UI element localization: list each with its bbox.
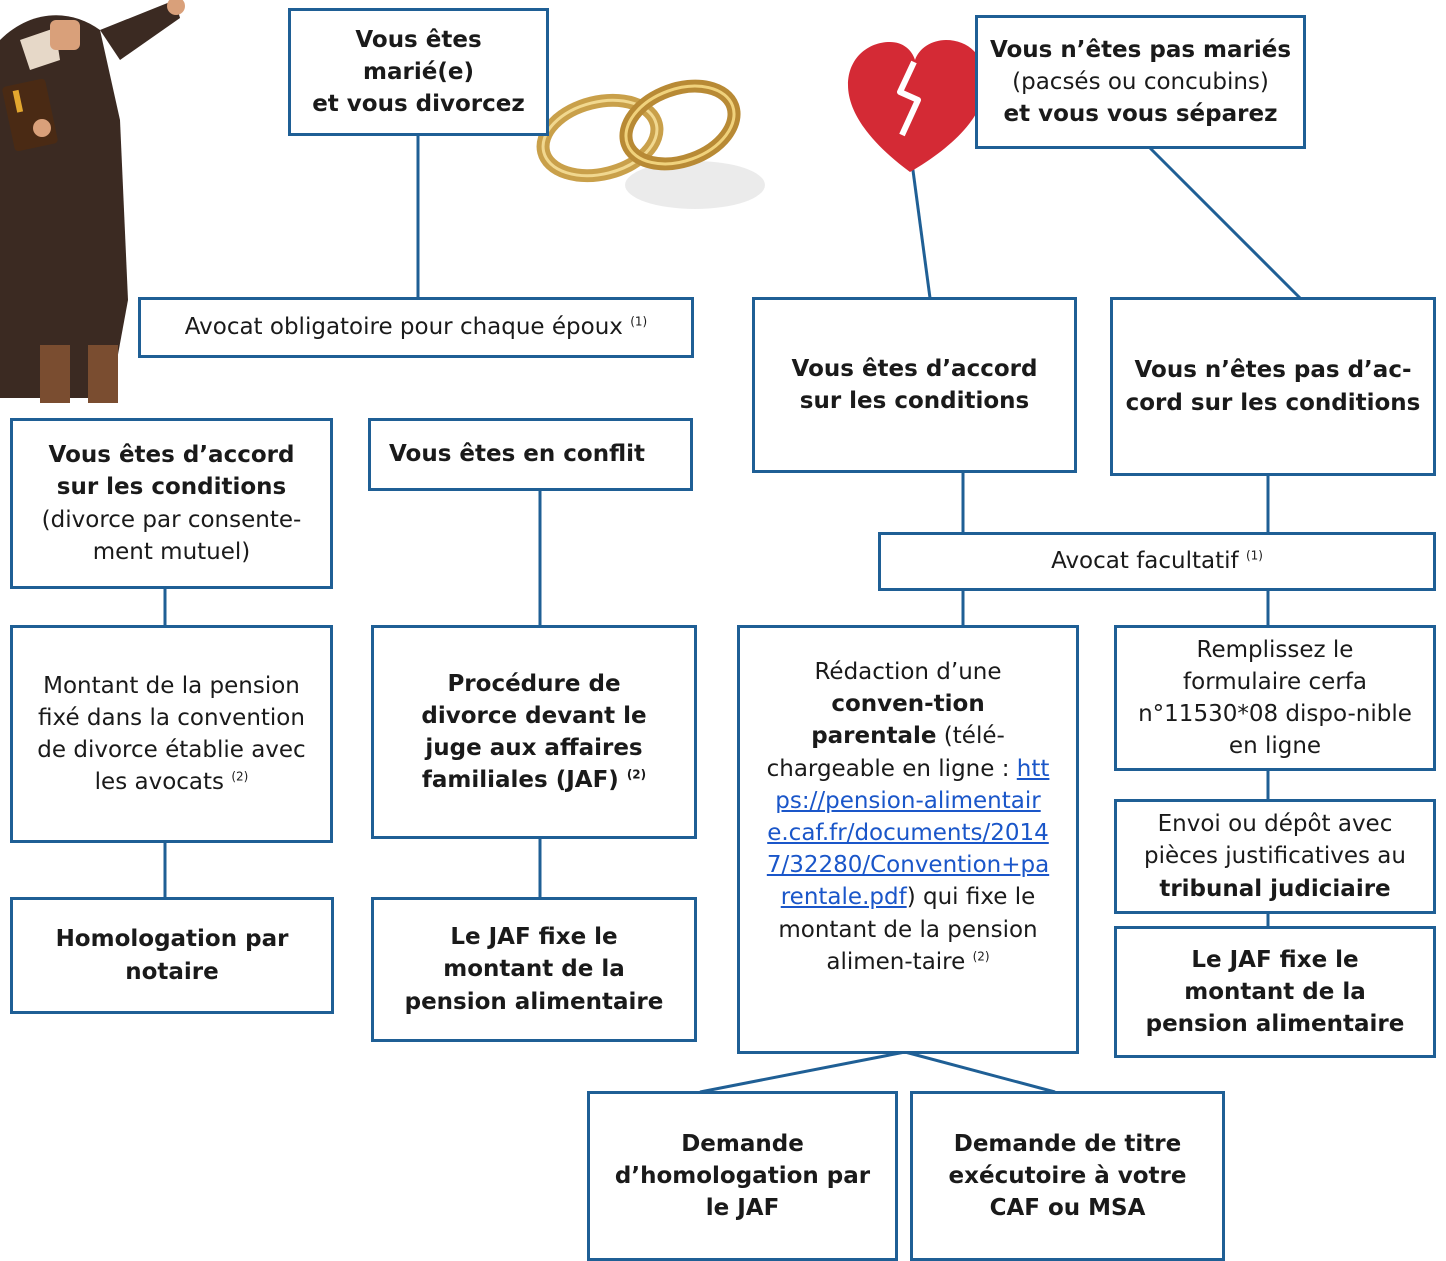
married-head-line1: Vous êtes marié(e) <box>355 26 482 85</box>
wedding-rings-icon <box>536 79 765 209</box>
married-amount-box: Montant de la pension fixé dans la conve… <box>10 625 333 843</box>
unmarried-head-line2: (pacsés ou concubins) <box>1012 68 1269 95</box>
jaf-homologation-box: Demande d’homologation par le JAF <box>587 1091 898 1261</box>
footnote-1: (1) <box>1245 548 1263 563</box>
unmarried-head-box: Vous n’êtes pas mariés (pacsés ou concub… <box>975 15 1306 149</box>
lawyer-figure-icon <box>0 0 185 403</box>
unmarried-head-line3: et vous vous séparez <box>1003 101 1278 128</box>
unmarried-agree-box: Vous êtes d’accord sur les conditions <box>752 297 1077 473</box>
married-agree-line1: Vous êtes d’accord <box>48 442 295 469</box>
married-amount-text: Montant de la pension fixé dans la conve… <box>37 672 306 796</box>
married-head-box: Vous êtes marié(e) et vous divorcez <box>288 8 549 136</box>
footnote-2: (2) <box>972 949 990 964</box>
conflict-box: Vous êtes en conflit <box>368 418 693 491</box>
send-court-text: Envoi ou dépôt avec pièces justificative… <box>1144 811 1406 870</box>
convention-intro: Rédaction d’une <box>814 659 1002 685</box>
convention-term: conven-tion parentale <box>811 691 985 750</box>
unmarried-disagree-box: Vous n’êtes pas d’ac- cord sur les condi… <box>1110 297 1436 476</box>
married-jaf-text: Le JAF fixe le montant de la pension ali… <box>404 924 664 1015</box>
married-agree-line4: ment mutuel) <box>92 538 251 565</box>
conflict-text: Vous êtes en conflit <box>389 441 646 468</box>
jaf-homologation-text: Demande d’homologation par le JAF <box>614 1130 871 1222</box>
convention-download: (télé-chargeable en ligne : <box>766 723 1017 782</box>
married-jaf-box: Le JAF fixe le montant de la pension ali… <box>371 897 697 1042</box>
divorce-procedure-text: Procédure de divorce devant le juge aux … <box>421 670 647 794</box>
married-agree-line2: sur les conditions <box>56 474 287 501</box>
married-head-line2: et vous divorcez <box>312 91 525 118</box>
unmarried-head-line1: Vous n’êtes pas mariés <box>989 36 1292 63</box>
cerfa-form-text: Remplissez le formulaire cerfa n°11530*0… <box>1138 636 1412 760</box>
convention-pdf-link[interactable]: https://pension-alimentaire.caf.fr/docum… <box>766 755 1050 911</box>
unmarried-jaf-text: Le JAF fixe le montant de la pension ali… <box>1145 946 1405 1038</box>
unmarried-agree-text: Vous êtes d’accord sur les conditions <box>791 355 1038 414</box>
tribunal-text: tribunal judiciaire <box>1159 875 1391 902</box>
unmarried-disagree-line2: cord sur les conditions <box>1125 389 1421 416</box>
mandatory-lawyer-box: Avocat obligatoire pour chaque époux (1) <box>138 297 694 358</box>
titre-executoire-text: Demande de titre exécutoire à votre CAF … <box>948 1130 1187 1222</box>
optional-lawyer-text: Avocat facultatif <box>1051 548 1239 575</box>
optional-lawyer-box: Avocat facultatif (1) <box>878 532 1436 591</box>
married-agree-line3: (divorce par consente- <box>41 506 302 533</box>
footnote-2: (2) <box>231 769 249 784</box>
divorce-procedure-box: Procédure de divorce devant le juge aux … <box>371 625 697 839</box>
footnote-1: (1) <box>630 314 648 329</box>
notary-homologation-text: Homologation par notaire <box>55 926 289 985</box>
unmarried-disagree-line1: Vous n’êtes pas d’ac- <box>1134 357 1412 384</box>
mandatory-lawyer-text: Avocat obligatoire pour chaque époux <box>184 314 623 341</box>
notary-homologation-box: Homologation par notaire <box>10 897 334 1014</box>
parental-convention-box: Rédaction d’une conven-tion parentale (t… <box>737 625 1079 1054</box>
unmarried-jaf-box: Le JAF fixe le montant de la pension ali… <box>1114 926 1436 1058</box>
titre-executoire-box: Demande de titre exécutoire à votre CAF … <box>910 1091 1225 1261</box>
cerfa-form-box: Remplissez le formulaire cerfa n°11530*0… <box>1114 625 1436 771</box>
footnote-2: (2) <box>626 767 647 782</box>
convention-purpose: ) qui fixe le montant de la pension alim… <box>778 884 1038 975</box>
broken-heart-icon <box>848 40 986 172</box>
married-agree-box: Vous êtes d’accord sur les conditions (d… <box>10 418 333 589</box>
send-court-box: Envoi ou dépôt avec pièces justificative… <box>1114 799 1436 914</box>
